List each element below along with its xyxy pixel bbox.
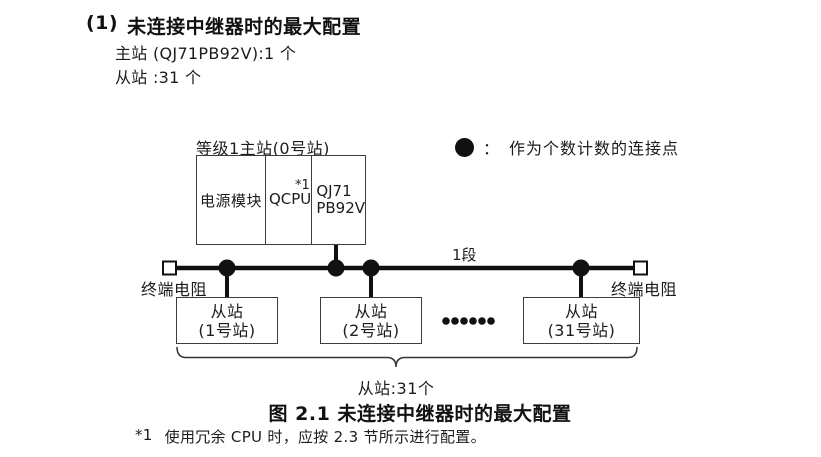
connection-dot bbox=[572, 259, 590, 277]
legend: ： 作为个数计数的连接点 bbox=[455, 135, 679, 159]
section-heading: (1) 未连接中继器时的最大配置 bbox=[86, 12, 361, 39]
master-station-label: 等级1主站(0号站) bbox=[196, 139, 330, 158]
footnote: *1 使用冗余 CPU 时，应按 2.3 节所示进行配置。 bbox=[135, 426, 486, 447]
connection-point-icon bbox=[455, 137, 474, 157]
connection-dot bbox=[327, 259, 345, 277]
figure-caption: 图 2.1 未连接中继器时的最大配置 bbox=[268, 403, 572, 425]
slave-label-line1: 从站 bbox=[354, 301, 388, 321]
qj71pb92v-cell: QJ71 PB92V bbox=[312, 156, 365, 244]
terminator-label-right: 终端电阻 bbox=[611, 280, 678, 299]
slave-station-box-1: 从站 (1号站) bbox=[176, 297, 278, 344]
slave-brace bbox=[176, 346, 638, 368]
qj71-line: QJ71 bbox=[316, 182, 352, 200]
qcpu-label: QCPU bbox=[268, 190, 312, 208]
ellipsis-dots bbox=[442, 317, 495, 325]
terminator-square-right bbox=[633, 260, 648, 276]
footnote-marker: *1 bbox=[135, 426, 153, 444]
brace-label: 从站:31个 bbox=[357, 379, 435, 398]
connection-dot bbox=[362, 259, 380, 277]
slave-label-line1: 从站 bbox=[210, 301, 244, 321]
pb92v-line: PB92V bbox=[316, 199, 365, 217]
slave-label-line2: (1号站) bbox=[198, 320, 256, 340]
connection-dot bbox=[218, 259, 236, 277]
legend-colon: ： bbox=[483, 139, 501, 158]
power-module-cell: 电源模块 bbox=[197, 156, 266, 244]
slave-label-line1: 从站 bbox=[564, 301, 598, 321]
footnote-text: 使用冗余 CPU 时，应按 2.3 节所示进行配置。 bbox=[164, 428, 486, 446]
master-count-line: 主站 (QJ71PB92V):1 个 bbox=[115, 44, 297, 63]
qcpu-footnote-ref: *1 bbox=[294, 178, 310, 193]
terminator-square-left bbox=[162, 260, 177, 276]
heading-title: 未连接中继器时的最大配置 bbox=[127, 16, 362, 38]
qcpu-cell: QCPU *1 bbox=[266, 156, 313, 244]
slave-count-line: 从站 :31 个 bbox=[115, 68, 202, 87]
slave-station-box-31: 从站 (31号站) bbox=[523, 297, 640, 344]
master-station-box: 电源模块 QCPU *1 QJ71 PB92V bbox=[196, 155, 366, 245]
terminator-label-left: 终端电阻 bbox=[141, 280, 208, 299]
slave-label-line2: (2号站) bbox=[342, 320, 400, 340]
segment-label: 1段 bbox=[452, 246, 477, 264]
slave-station-box-2: 从站 (2号站) bbox=[320, 297, 422, 344]
slave-label-line2: (31号站) bbox=[547, 320, 616, 340]
heading-number: (1) bbox=[86, 12, 119, 34]
legend-label: 作为个数计数的连接点 bbox=[509, 139, 680, 158]
